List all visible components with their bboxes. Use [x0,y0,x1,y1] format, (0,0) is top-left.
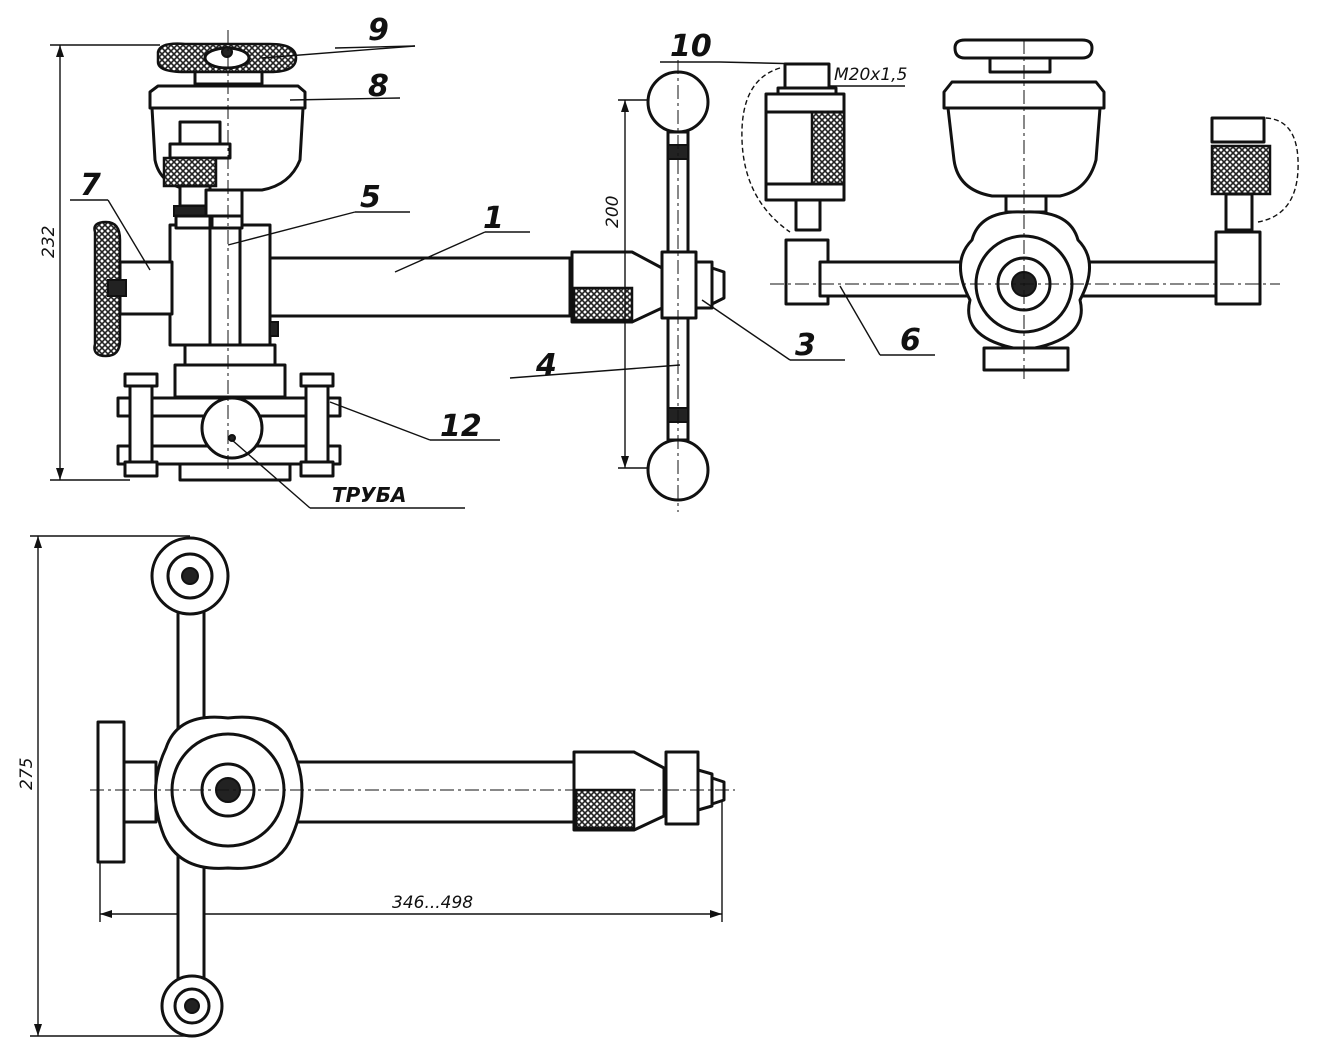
callout-8: 8 [368,69,389,104]
dim-275: 275 [17,758,37,790]
callout-1: 1 [483,201,504,236]
lower-flange [116,343,342,482]
plan-view [30,535,735,1038]
handwheel-side [93,220,174,358]
callout-5: 5 [360,180,381,215]
front-view [50,30,664,482]
top-housing [942,38,1106,214]
callout-9: 9 [368,13,389,48]
pipe-label: ТРУБА [332,483,406,507]
pipe-arm [268,250,664,324]
dimension-height-plan [30,535,190,1037]
dim-346-498: 346...498 [392,893,473,913]
valve-body [168,214,279,347]
callout-6: 6 [900,323,921,358]
right-cartridge [1210,116,1299,306]
center-body [818,210,1222,372]
callout-10: 10 [670,29,712,64]
dimension-labels: 232 200 275 346...498 [17,196,623,913]
callout-3: 3 [795,328,816,363]
side-view [741,38,1299,380]
callout-4: 4 [535,348,557,383]
inner-fitting [162,120,244,218]
dimension-height-side [50,44,160,481]
leader-lines [70,45,935,509]
callout-7: 7 [80,168,101,203]
thread-label: М20х1,5 [834,65,907,85]
handwheel-top [156,42,298,86]
dim-232: 232 [39,226,59,258]
callout-labels: 9 8 7 5 1 3 4 12 ТРУБА 10 6 М20х1,5 [80,13,921,507]
callout-12: 12 [440,409,482,444]
handle-view [618,60,726,512]
dim-200: 200 [603,196,623,228]
